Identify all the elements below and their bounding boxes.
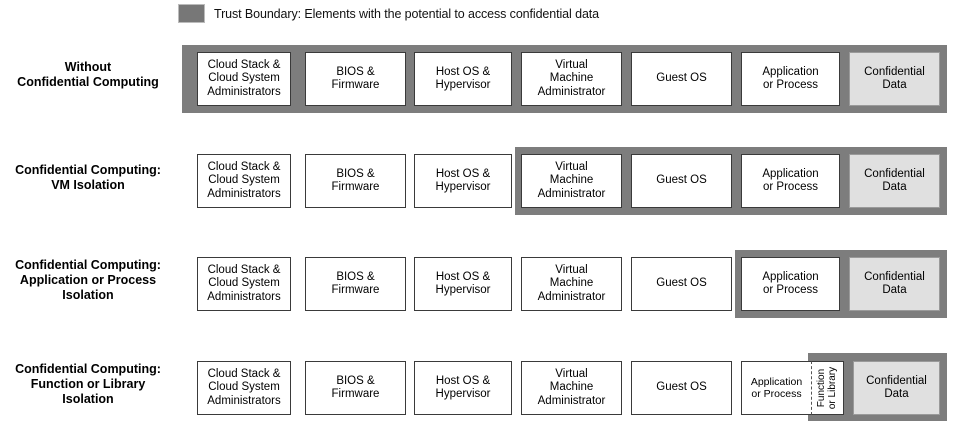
box-guest-os-r1: Guest OS bbox=[631, 52, 732, 106]
box-application-or-process-r1: Application or Process bbox=[741, 52, 840, 106]
row-label-1-line-2: Confidential Computing bbox=[17, 75, 159, 89]
box-application-or-process-r2: Application or Process bbox=[741, 154, 840, 208]
box-bios-firmware-r3: BIOS & Firmware bbox=[305, 257, 406, 311]
box-guest-os-r4: Guest OS bbox=[631, 361, 732, 415]
row-label-1-line-1: Without bbox=[64, 60, 112, 74]
box-vm-administrator-r4: Virtual Machine Administrator bbox=[521, 361, 622, 415]
box-confidential-data-r4: Confidential Data bbox=[853, 361, 940, 415]
box-bios-firmware-r2: BIOS & Firmware bbox=[305, 154, 406, 208]
box-function-or-library-r4: Function or Library bbox=[811, 361, 844, 415]
row-label-3-line-3: Isolation bbox=[62, 288, 114, 302]
legend: Trust Boundary: Elements with the potent… bbox=[178, 4, 599, 23]
row-label-4: Confidential Computing: Function or Libr… bbox=[0, 362, 176, 407]
box-guest-os-r2: Guest OS bbox=[631, 154, 732, 208]
box-host-os-hypervisor-r1: Host OS & Hypervisor bbox=[414, 52, 512, 106]
box-cloud-admins-r3: Cloud Stack & Cloud System Administrator… bbox=[197, 257, 291, 311]
box-confidential-data-r2: Confidential Data bbox=[849, 154, 940, 208]
box-host-os-hypervisor-r2: Host OS & Hypervisor bbox=[414, 154, 512, 208]
row-label-1: Without Confidential Computing bbox=[0, 60, 176, 90]
row-label-3-line-2: Application or Process bbox=[19, 273, 157, 287]
row-label-3: Confidential Computing: Application or P… bbox=[0, 258, 176, 303]
box-application-or-process-r4: Application or Process bbox=[741, 361, 811, 415]
box-application-or-process-r3: Application or Process bbox=[741, 257, 840, 311]
box-confidential-data-r3: Confidential Data bbox=[849, 257, 940, 311]
box-bios-firmware-r4: BIOS & Firmware bbox=[305, 361, 406, 415]
trust-boundary-swatch bbox=[178, 4, 205, 23]
box-vm-administrator-r3: Virtual Machine Administrator bbox=[521, 257, 622, 311]
row-label-4-line-3: Isolation bbox=[62, 392, 114, 406]
row-label-3-line-1: Confidential Computing: bbox=[15, 258, 161, 272]
box-host-os-hypervisor-r4: Host OS & Hypervisor bbox=[414, 361, 512, 415]
box-cloud-admins-r4: Cloud Stack & Cloud System Administrator… bbox=[197, 361, 291, 415]
box-bios-firmware-r1: BIOS & Firmware bbox=[305, 52, 406, 106]
box-host-os-hypervisor-r3: Host OS & Hypervisor bbox=[414, 257, 512, 311]
box-guest-os-r3: Guest OS bbox=[631, 257, 732, 311]
row-label-4-line-2: Function or Library bbox=[30, 377, 146, 391]
row-label-4-line-1: Confidential Computing: bbox=[15, 362, 161, 376]
row-label-2-line-2: VM Isolation bbox=[51, 178, 125, 192]
row-label-2-line-1: Confidential Computing: bbox=[15, 163, 161, 177]
box-cloud-admins-r2: Cloud Stack & Cloud System Administrator… bbox=[197, 154, 291, 208]
box-cloud-admins-r1: Cloud Stack & Cloud System Administrator… bbox=[197, 52, 291, 106]
box-vm-administrator-r2: Virtual Machine Administrator bbox=[521, 154, 622, 208]
row-label-2: Confidential Computing: VM Isolation bbox=[0, 163, 176, 193]
box-confidential-data-r1: Confidential Data bbox=[849, 52, 940, 106]
box-vm-administrator-r1: Virtual Machine Administrator bbox=[521, 52, 622, 106]
legend-label: Trust Boundary: Elements with the potent… bbox=[214, 6, 600, 21]
